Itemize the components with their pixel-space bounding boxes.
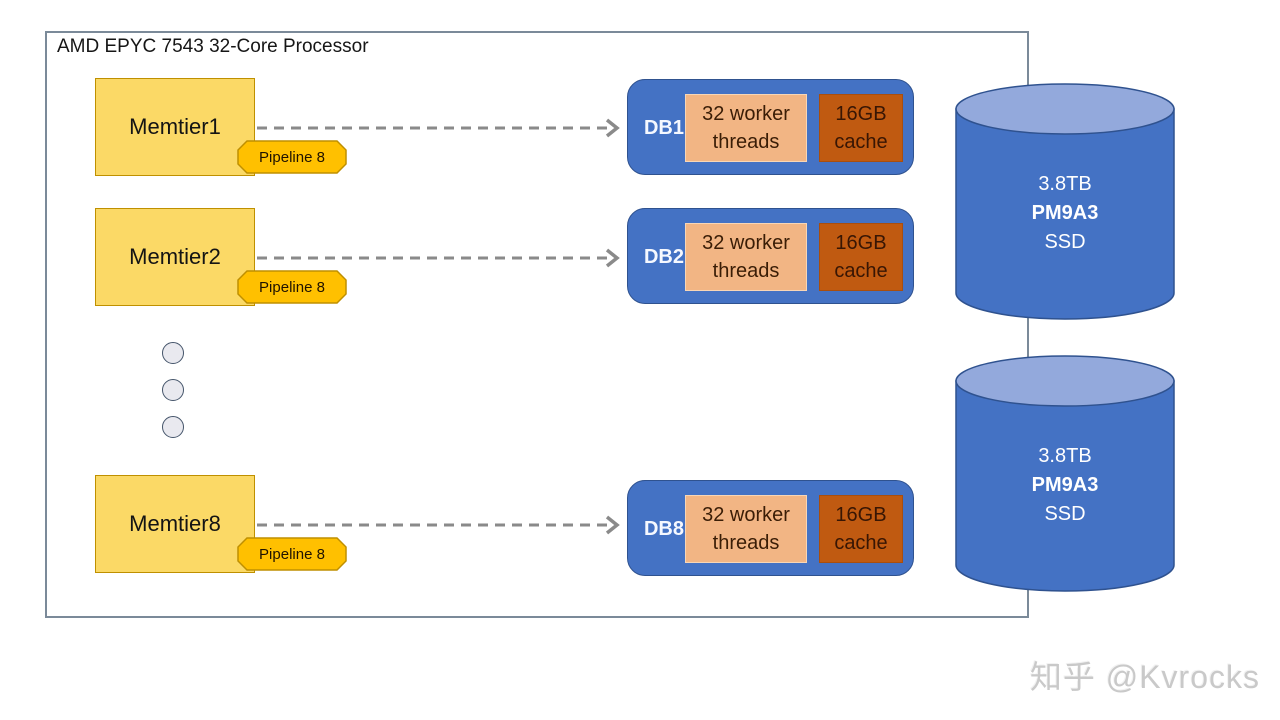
db-label: DB8 <box>643 517 684 540</box>
octagon-shape-icon <box>237 537 347 571</box>
memtier-box: Memtier2 <box>95 208 255 306</box>
db-box: DB8 32 worker threads 16GB cache <box>627 480 914 576</box>
worker-line2: threads <box>712 131 780 153</box>
ssd-type: SSD <box>1044 231 1086 253</box>
worker-line2: threads <box>712 532 780 554</box>
db-label: DB2 <box>643 245 684 268</box>
cache-line2: cache <box>834 260 888 282</box>
dashed-arrow-icon <box>257 248 620 268</box>
ssd-label: 3.8TB PM9A3 SSD <box>955 442 1175 529</box>
cache-line1: 16GB <box>835 232 887 254</box>
ssd-model: PM9A3 <box>1031 474 1099 496</box>
cache-box: 16GB cache <box>819 94 903 162</box>
cylinder-shape-icon <box>955 83 1175 320</box>
watermark: 知乎 @Kvrocks <box>1029 659 1260 695</box>
ssd-type: SSD <box>1044 503 1086 525</box>
ssd-cylinder-2: 3.8TB PM9A3 SSD <box>955 355 1175 592</box>
pipeline-badge: Pipeline 8 <box>237 140 347 174</box>
ssd-model: PM9A3 <box>1031 202 1099 224</box>
octagon-shape-icon <box>237 270 347 304</box>
pipeline-badge: Pipeline 8 <box>237 537 347 571</box>
ellipsis-dot <box>162 379 184 401</box>
worker-line1: 32 worker <box>702 103 790 125</box>
cache-box: 16GB cache <box>819 223 903 291</box>
db-label: DB1 <box>643 116 684 139</box>
pipeline-badge-label: Pipeline 8 <box>259 545 325 563</box>
pipeline-badge-label: Pipeline 8 <box>259 148 325 166</box>
cache-line1: 16GB <box>835 504 887 526</box>
pipeline-badge-label: Pipeline 8 <box>259 278 325 296</box>
row-memtier8: Memtier8 Pipeline 8 DB8 32 worker thread… <box>0 475 1280 576</box>
worker-line1: 32 worker <box>702 232 790 254</box>
worker-line2: threads <box>712 260 780 282</box>
ellipsis-dot <box>162 342 184 364</box>
ellipsis-dot <box>162 416 184 438</box>
cache-line2: cache <box>834 532 888 554</box>
processor-title: AMD EPYC 7543 32-Core Processor <box>57 36 369 57</box>
ssd-capacity: 3.8TB <box>1038 173 1092 195</box>
dashed-arrow-icon <box>257 118 620 138</box>
db-box: DB2 32 worker threads 16GB cache <box>627 208 914 304</box>
memtier-label: Memtier2 <box>129 244 221 269</box>
octagon-shape-icon <box>237 140 347 174</box>
cache-line1: 16GB <box>835 103 887 125</box>
cache-box: 16GB cache <box>819 495 903 563</box>
worker-threads-box: 32 worker threads <box>685 94 807 162</box>
row-memtier1: Memtier1 Pipeline 8 DB1 32 worker thread… <box>0 78 1280 178</box>
ssd-capacity: 3.8TB <box>1038 445 1092 467</box>
worker-threads-box: 32 worker threads <box>685 223 807 291</box>
ssd-label: 3.8TB PM9A3 SSD <box>955 170 1175 257</box>
pipeline-badge: Pipeline 8 <box>237 270 347 304</box>
memtier-label: Memtier1 <box>129 114 221 139</box>
row-memtier2: Memtier2 Pipeline 8 DB2 32 worker thread… <box>0 208 1280 308</box>
cylinder-shape-icon <box>955 355 1175 592</box>
dashed-arrow-icon <box>257 515 620 535</box>
db-box: DB1 32 worker threads 16GB cache <box>627 79 914 175</box>
memtier-label: Memtier8 <box>129 511 221 536</box>
worker-threads-box: 32 worker threads <box>685 495 807 563</box>
memtier-box: Memtier1 <box>95 78 255 176</box>
cache-line2: cache <box>834 131 888 153</box>
memtier-box: Memtier8 <box>95 475 255 573</box>
worker-line1: 32 worker <box>702 504 790 526</box>
ssd-cylinder-1: 3.8TB PM9A3 SSD <box>955 83 1175 320</box>
processor-container-box <box>45 31 1029 618</box>
